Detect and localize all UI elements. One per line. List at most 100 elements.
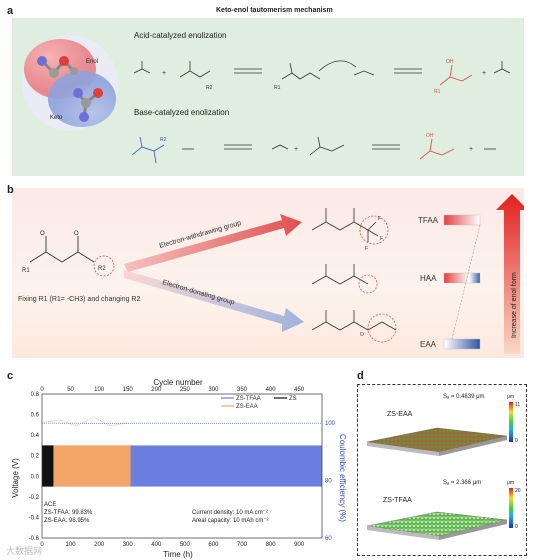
panel-b-graphic: O O R1 R2 Electron-withdrawing group Ele… bbox=[18, 194, 524, 354]
areal-capacity: Areal capacity: 10 mAh cm⁻² bbox=[192, 518, 269, 524]
enol-keto-circle bbox=[22, 35, 118, 131]
top-tick-6: 300 bbox=[208, 387, 219, 393]
acid-product-r1: R1 bbox=[434, 89, 441, 95]
acid-heading: Acid-catalyzed enolization bbox=[134, 31, 227, 40]
surface-maps: ZS-EAA Sₐ = 0.4839 μm μm 11 0 ZS-TFAA Sₐ… bbox=[366, 394, 521, 540]
top-axis-label: Cycle number bbox=[153, 378, 203, 387]
top-tick-9: 450 bbox=[294, 387, 305, 393]
top-tick-5: 250 bbox=[180, 387, 191, 393]
x-axis-label: Time (h) bbox=[163, 550, 193, 559]
y-left-label: Voltage (V) bbox=[11, 458, 20, 498]
y2-tick-0: 100 bbox=[325, 421, 336, 427]
increase-label: Increase of enol form bbox=[511, 272, 518, 338]
legend-zs: ZS bbox=[289, 396, 297, 402]
panel-a-label: a bbox=[7, 5, 14, 17]
x-tick-0: 0 bbox=[40, 542, 44, 548]
bar2-bottom: 0 bbox=[515, 524, 518, 530]
panel-b: b bbox=[6, 180, 528, 360]
x-tick-7: 700 bbox=[237, 542, 248, 548]
compound-haa: HAA bbox=[420, 274, 437, 283]
y-right-label: Coulombic efficiency (%) bbox=[338, 434, 347, 522]
tfaa-f1: F bbox=[378, 216, 381, 222]
y-tick-6: -0.4 bbox=[29, 515, 40, 521]
compound-tfaa: TFAA bbox=[418, 216, 439, 225]
top-tick-0: 0 bbox=[40, 387, 44, 393]
keto-label: Keto bbox=[50, 115, 63, 121]
top-tick-1: 50 bbox=[67, 387, 74, 393]
ace-label: ACE bbox=[44, 502, 56, 508]
y2-tick-1: 80 bbox=[325, 478, 332, 484]
base-heading: Base-catalyzed enolization bbox=[134, 108, 230, 117]
x-tick-6: 600 bbox=[208, 542, 219, 548]
plot-frame bbox=[41, 393, 323, 539]
unit2: μm bbox=[507, 480, 514, 486]
base-plus-2: + bbox=[469, 146, 473, 153]
top-tick-8: 400 bbox=[266, 387, 277, 393]
legend-tfaa: ZS-TFAA bbox=[236, 396, 261, 402]
enol-label: Enol bbox=[86, 59, 99, 65]
base-plus: + bbox=[294, 146, 298, 153]
sa1-label: Sₐ = 0.4839 μm bbox=[443, 394, 485, 400]
diketone-r2: R2 bbox=[98, 266, 106, 272]
panel-c: c Cycle number Time (h) Voltage (V) Coul… bbox=[6, 366, 351, 560]
y-tick-5: -0.2 bbox=[29, 495, 40, 501]
y-tick-4: 0.0 bbox=[31, 474, 40, 480]
panel-d-label: d bbox=[357, 370, 364, 382]
base-oh: OH bbox=[426, 133, 434, 139]
y-tick-2: 0.4 bbox=[31, 433, 40, 439]
panel-b-background bbox=[12, 188, 524, 358]
compound-eaa: EAA bbox=[420, 340, 437, 349]
x-tick-2: 200 bbox=[94, 542, 105, 548]
x-tick-8: 800 bbox=[266, 542, 277, 548]
edg-label: Electron-donating group bbox=[161, 279, 235, 306]
y2-tick-2: 60 bbox=[325, 536, 332, 542]
panel-d-frame bbox=[357, 384, 527, 556]
voltage-band-zs-eaa bbox=[42, 445, 131, 487]
fixing-text: Fixing R1 (R1= -CH3) and changing R2 bbox=[18, 296, 140, 303]
panel-d: d ZS-EAA Sₐ = 0.4839 μm μm 11 bbox=[355, 370, 530, 556]
tfaa-f2: F bbox=[380, 236, 383, 242]
bar1-bottom: 0 bbox=[515, 438, 518, 444]
cycling-chart: Cycle number Time (h) Voltage (V) Coulom… bbox=[11, 378, 347, 559]
panel-a: a Keto-enol tautomerism mechanism Enol K… bbox=[6, 5, 528, 177]
bar1-top: 11 bbox=[515, 402, 520, 408]
x-tick-4: 400 bbox=[151, 542, 162, 548]
top-tick-4: 200 bbox=[151, 387, 162, 393]
acid-oh: OH bbox=[446, 59, 454, 65]
panel-b-label: b bbox=[7, 184, 14, 196]
sa2-label: Sₐ = 2.366 μm bbox=[443, 480, 481, 486]
chart-legend: ZS-TFAA ZS-EAA ZS bbox=[221, 396, 297, 410]
ace-eaa: ZS-EAA: 98.95% bbox=[44, 518, 90, 524]
bar2-top: 20 bbox=[515, 488, 521, 494]
acid-plus-2: + bbox=[482, 70, 486, 77]
y-tick-7: -0.6 bbox=[29, 536, 40, 542]
voltage-band-zs bbox=[42, 445, 54, 487]
legend-eaa: ZS-EAA bbox=[236, 404, 258, 410]
ce-line-zs-eaa bbox=[41, 416, 128, 427]
sample2-label: ZS-TFAA bbox=[383, 497, 412, 504]
y-tick-3: 0.2 bbox=[31, 454, 40, 460]
panel-c-label: c bbox=[7, 370, 14, 382]
diketone-o-left: O bbox=[40, 231, 45, 237]
x-tick-1: 100 bbox=[66, 542, 77, 548]
y-tick-1: 0.6 bbox=[31, 413, 40, 419]
base-r2: R2 bbox=[160, 137, 167, 143]
y-tick-0: 0.8 bbox=[31, 392, 40, 398]
ace-tfaa: ZS-TFAA: 99.83% bbox=[44, 510, 93, 516]
acid-r2: R2 bbox=[206, 85, 213, 91]
x-tick-9: 900 bbox=[294, 542, 305, 548]
diketone-o-right: O bbox=[74, 231, 79, 237]
x-tick-3: 300 bbox=[123, 542, 134, 548]
tfaa-f3: F bbox=[365, 246, 368, 252]
acid-r1: R1 bbox=[274, 85, 281, 91]
top-tick-3: 150 bbox=[123, 387, 134, 393]
diketone-r1: R1 bbox=[22, 268, 30, 274]
acid-plus: + bbox=[162, 70, 166, 77]
panel-a-title: Keto-enol tautomerism mechanism bbox=[216, 7, 333, 14]
acid-scheme: R2 R1 OH R1 + + bbox=[133, 59, 511, 95]
top-tick-2: 100 bbox=[94, 387, 105, 393]
eaa-o: O bbox=[360, 332, 364, 338]
watermark: 大数据网 bbox=[6, 546, 43, 556]
current-density: Current density: 10 mA cm⁻² bbox=[192, 510, 268, 516]
unit1: μm bbox=[507, 394, 514, 400]
